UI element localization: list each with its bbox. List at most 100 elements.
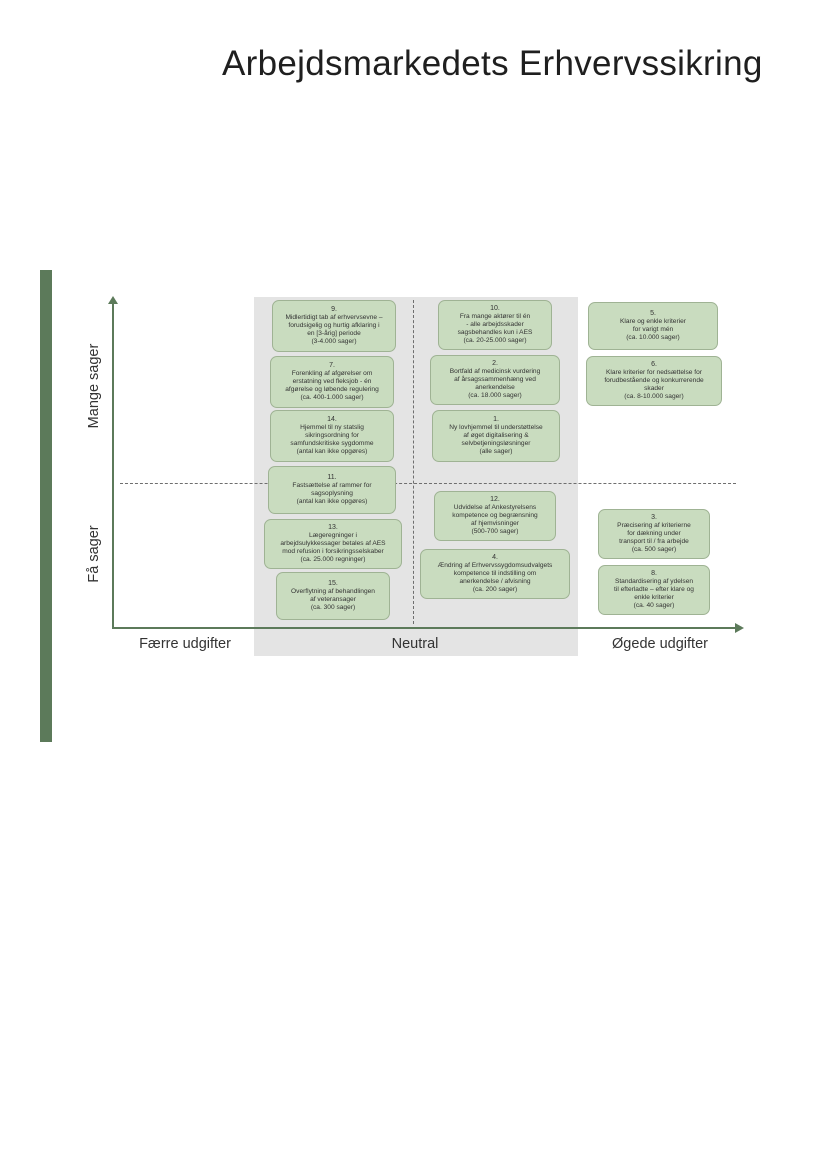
initiative-text: Ændring af Erhvervssygdomsudvalgets — [437, 562, 553, 570]
initiative-number: 8. — [651, 569, 657, 577]
initiative-number: 13. — [328, 523, 338, 531]
page-title: Arbejdsmarkedets Erhvervssikring — [222, 44, 763, 83]
initiative-text: Lægeregninger i — [308, 532, 358, 540]
initiative-text: en [3-årig] periode — [307, 330, 361, 338]
initiative-box-12: 12. Udvidelse af Ankestyrelsens kompeten… — [434, 491, 556, 541]
initiative-text: for dækning under — [627, 530, 681, 538]
x-axis-arrow-icon — [735, 623, 744, 633]
initiative-text: af veteransager — [310, 596, 356, 604]
y-label-faa-sager: Få sager — [86, 525, 102, 583]
initiative-text: Klare kriterier for nedsættelse for — [605, 369, 702, 377]
initiative-text: transport til / fra arbejde — [619, 538, 689, 546]
initiative-box-9: 9. Midlertidigt tab af erhvervsevne – fo… — [272, 300, 396, 352]
initiative-text: anerkendelse / afvisning — [459, 578, 531, 586]
initiative-box-15: 15. Overflytning af behandlingen af vete… — [276, 572, 390, 620]
initiative-count: (ca. 18.000 sager) — [468, 392, 522, 400]
initiative-text: forudbestående og konkurrerende — [604, 377, 704, 385]
x-label-faerre-udgifter: Færre udgifter — [139, 636, 231, 652]
initiative-number: 14. — [327, 415, 337, 423]
initiative-text: Midlertidigt tab af erhvervsevne – — [285, 314, 383, 322]
horizontal-divider — [120, 483, 736, 484]
initiative-count: (3-4.000 sager) — [311, 338, 357, 346]
initiative-box-6: 6. Klare kriterier for nedsættelse for f… — [586, 356, 722, 406]
initiative-box-3: 3. Præcisering af kriterierne for dæknin… — [598, 509, 710, 559]
initiative-text: anerkendelse — [475, 384, 515, 392]
initiative-count: (ca. 200 sager) — [472, 586, 518, 594]
initiative-box-5: 5. Klare og enkle kriterier for varigt m… — [588, 302, 718, 350]
initiative-count: (ca. 10.000 sager) — [626, 334, 680, 342]
initiative-number: 15. — [328, 579, 338, 587]
x-label-oegede-udgifter: Øgede udgifter — [612, 636, 708, 652]
initiative-count: (500-700 sager) — [471, 528, 519, 536]
initiative-text: Standardisering af ydelsen — [614, 578, 694, 586]
initiative-text: samfundskritiske sygdomme — [290, 440, 374, 448]
y-axis-arrow-icon — [108, 296, 118, 304]
initiative-text: sikringsordning for — [305, 432, 359, 440]
initiative-text: kompetence og begrænsning — [452, 512, 538, 520]
initiative-number: 7. — [329, 361, 335, 369]
initiative-box-4: 4. Ændring af Erhvervssygdomsudvalgets k… — [420, 549, 570, 599]
initiative-number: 3. — [651, 513, 657, 521]
initiative-text: arbejdsulykkessager betales af AES — [280, 540, 386, 548]
initiative-count: (alle sager) — [479, 448, 513, 456]
initiative-number: 1. — [493, 415, 499, 423]
initiative-text: sagsoplysning — [311, 490, 353, 498]
vertical-divider — [413, 300, 414, 624]
initiative-text: Ny lovhjemmel til understøttelse — [449, 424, 543, 432]
initiative-text: Fastsættelse af rammer for — [292, 482, 372, 490]
initiative-text: sagsbehandles kun i AES — [457, 329, 533, 337]
initiative-count: (ca. 400-1.000 sager) — [300, 394, 364, 402]
initiative-text: af årsagssammenhæng ved — [454, 376, 536, 384]
initiative-text: Fra mange aktører til én — [459, 313, 531, 321]
initiative-count: (ca. 500 sager) — [631, 546, 677, 554]
initiative-text: forudsigelig og hurtig afklaring i — [288, 322, 380, 330]
initiative-box-13: 13. Lægeregninger i arbejdsulykkessager … — [264, 519, 402, 569]
initiative-text: kompetence til indstilling om — [453, 570, 537, 578]
initiative-text: enkle kriterier — [634, 594, 674, 602]
initiative-text: Forenkling af afgørelser om — [291, 370, 373, 378]
y-axis — [112, 302, 114, 628]
initiative-number: 6. — [651, 360, 657, 368]
initiative-text: Overflytning af behandlingen — [291, 588, 375, 596]
initiative-text: af hjemvisninger — [470, 520, 519, 528]
initiative-text: for varigt mén — [632, 326, 674, 334]
initiative-text: afgørelse og løbende regulering — [285, 386, 379, 394]
initiative-number: 4. — [492, 553, 498, 561]
initiative-count: (antal kan ikke opgøres) — [296, 498, 368, 506]
initiative-count: (ca. 25.000 regninger) — [300, 556, 366, 564]
initiative-text: Klare og enkle kriterier — [620, 318, 686, 326]
initiative-number: 12. — [490, 495, 500, 503]
initiative-number: 10. — [490, 304, 500, 312]
initiative-box-2: 2. Bortfald af medicinsk vurdering af år… — [430, 355, 560, 405]
initiative-box-10: 10. Fra mange aktører til én - alle arbe… — [438, 300, 552, 350]
initiative-count: (ca. 8-10.000 sager) — [624, 393, 684, 401]
initiative-text: selvbetjeningsløsninger — [461, 440, 531, 448]
initiative-number: 5. — [650, 309, 656, 317]
initiative-box-1: 1. Ny lovhjemmel til understøttelse af ø… — [432, 410, 560, 462]
x-axis — [112, 627, 736, 629]
side-accent-bar — [40, 270, 52, 742]
initiative-box-11: 11. Fastsættelse af rammer for sagsoplys… — [268, 466, 396, 514]
x-label-neutral: Neutral — [391, 636, 439, 652]
initiative-count: (ca. 300 sager) — [310, 604, 356, 612]
initiative-box-14: 14. Hjemmel til ny statslig sikringsordn… — [270, 410, 394, 462]
initiative-text: Udvidelse af Ankestyrelsens — [453, 504, 537, 512]
y-label-mange-sager: Mange sager — [86, 343, 102, 429]
initiative-text: Præcisering af kriterierne — [617, 522, 691, 530]
initiative-text: - alle arbejdsskader — [466, 321, 524, 329]
initiative-count: (ca. 20-25.000 sager) — [463, 337, 527, 345]
initiative-text: erstatning ved fleksjob - én — [292, 378, 372, 386]
initiative-text: til efterladte – efter klare og — [614, 586, 694, 594]
initiative-text: Bortfald af medicinsk vurdering — [449, 368, 541, 376]
initiative-text: mod refusion i forsikringsselskaber — [282, 548, 384, 556]
initiative-number: 9. — [331, 305, 337, 313]
initiative-box-8: 8. Standardisering af ydelsen til efterl… — [598, 565, 710, 615]
initiative-count: (ca. 40 sager) — [633, 602, 675, 610]
initiative-count: (antal kan ikke opgøres) — [296, 448, 368, 456]
initiative-text: af øget digitalisering & — [463, 432, 529, 440]
initiative-text: skader — [644, 385, 664, 393]
initiative-box-7: 7. Forenkling af afgørelser om erstatnin… — [270, 356, 394, 408]
initiative-number: 2. — [492, 359, 498, 367]
initiative-text: Hjemmel til ny statslig — [300, 424, 364, 432]
initiative-number: 11. — [327, 473, 337, 481]
